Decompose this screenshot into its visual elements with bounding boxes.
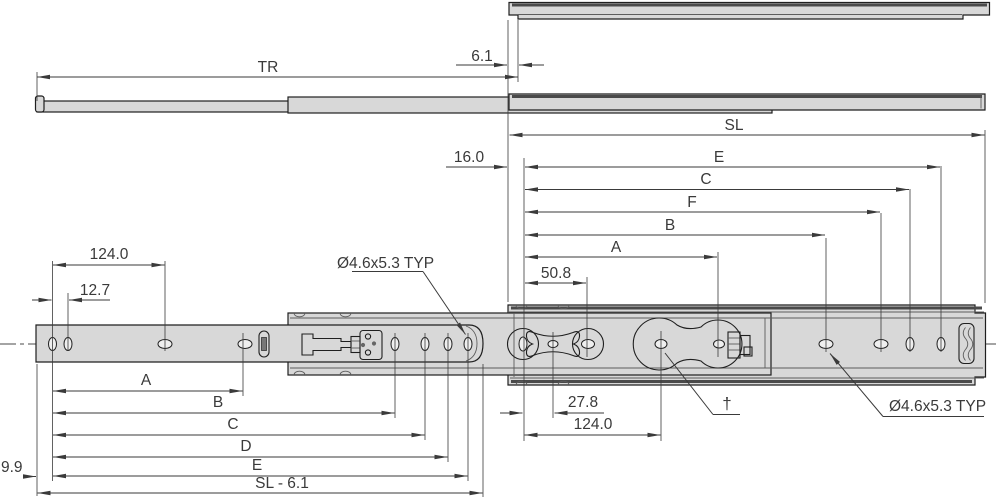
dim-c-bottom-label: C bbox=[227, 416, 238, 433]
top-rail-view bbox=[508, 1, 991, 20]
callout-hole-spec-right: Ø4.6x5.3 TYP bbox=[829, 353, 986, 417]
dim-e-top: E bbox=[523, 149, 942, 441]
hole-spec-mid-label: Ø4.6x5.3 TYP bbox=[337, 255, 434, 272]
hole-spec-right-label: Ø4.6x5.3 TYP bbox=[889, 398, 986, 415]
dim-d-bottom-label: D bbox=[240, 438, 251, 455]
dim-a-bottom: A bbox=[53, 333, 244, 396]
dim-50-8-label: 50.8 bbox=[541, 265, 571, 282]
dim-27-8-label: 27.8 bbox=[568, 394, 598, 411]
dim-16-0: 16.0 bbox=[446, 149, 507, 170]
dim-124-top-label: 124.0 bbox=[90, 246, 129, 263]
extended-slide-view bbox=[34, 93, 986, 114]
dim-e-bottom: E bbox=[53, 333, 469, 481]
dim-sl-minus: SL - 6.1 bbox=[36, 364, 484, 497]
dim-a-top: A bbox=[525, 239, 719, 357]
dim-c-top: C bbox=[525, 171, 911, 352]
dim-124-bottom: 124.0 bbox=[524, 331, 662, 441]
dim-d-bottom: D bbox=[53, 333, 449, 462]
dim-e-top-label: E bbox=[714, 149, 724, 166]
dim-124-bottom-label: 124.0 bbox=[574, 416, 613, 433]
dim-9-9: 9.9 bbox=[1, 459, 36, 479]
dim-sl-label: SL bbox=[725, 117, 744, 134]
tr-inner-rail-lip bbox=[34, 95, 45, 113]
dim-6-1: 6.1 bbox=[456, 20, 544, 302]
dim-16-0-label: 16.0 bbox=[454, 149, 485, 166]
dim-6-1-label: 6.1 bbox=[471, 48, 493, 65]
dim-a-bottom-label: A bbox=[141, 372, 152, 389]
dim-c-bottom: C bbox=[53, 333, 426, 440]
cabinet-rail-features bbox=[506, 317, 975, 371]
dim-f-top: F bbox=[525, 194, 882, 352]
dim-12-7-label: 12.7 bbox=[80, 282, 110, 299]
dim-b-top: B bbox=[525, 217, 827, 352]
dagger-label: † bbox=[722, 394, 731, 413]
dim-tr-label: TR bbox=[258, 59, 279, 76]
dim-27-8: 27.8 bbox=[500, 332, 604, 418]
dim-124-top: 124.0 bbox=[52, 246, 166, 481]
dim-f-top-label: F bbox=[687, 194, 696, 211]
dim-50-8: 50.8 bbox=[525, 265, 588, 357]
flange-weld-arcs bbox=[293, 304, 570, 386]
dim-b-bottom: B bbox=[53, 333, 396, 418]
end-bumper bbox=[958, 322, 975, 365]
dim-tr: TR bbox=[36, 59, 518, 101]
dim-12-7: 12.7 bbox=[32, 282, 110, 351]
tr-inner-rail bbox=[36, 100, 291, 113]
dim-c-top-label: C bbox=[700, 171, 711, 188]
callout-dagger: † bbox=[664, 352, 740, 415]
dim-sl-minus-label: SL - 6.1 bbox=[255, 475, 309, 492]
callout-hole-spec-mid: Ø4.6x5.3 TYP bbox=[337, 255, 466, 335]
dim-b-top-label: B bbox=[665, 217, 675, 234]
dim-e-bottom-label: E bbox=[252, 457, 262, 474]
assembly-view bbox=[35, 304, 987, 386]
lock-mechanism bbox=[258, 329, 383, 361]
peanut-stamp bbox=[632, 317, 743, 371]
dim-9-9-label: 9.9 bbox=[1, 459, 23, 476]
dim-b-bottom-label: B bbox=[213, 394, 223, 411]
dim-a-top-label: A bbox=[611, 239, 622, 256]
bowtie-stamp bbox=[525, 331, 581, 357]
dim-sl: SL bbox=[509, 117, 986, 303]
